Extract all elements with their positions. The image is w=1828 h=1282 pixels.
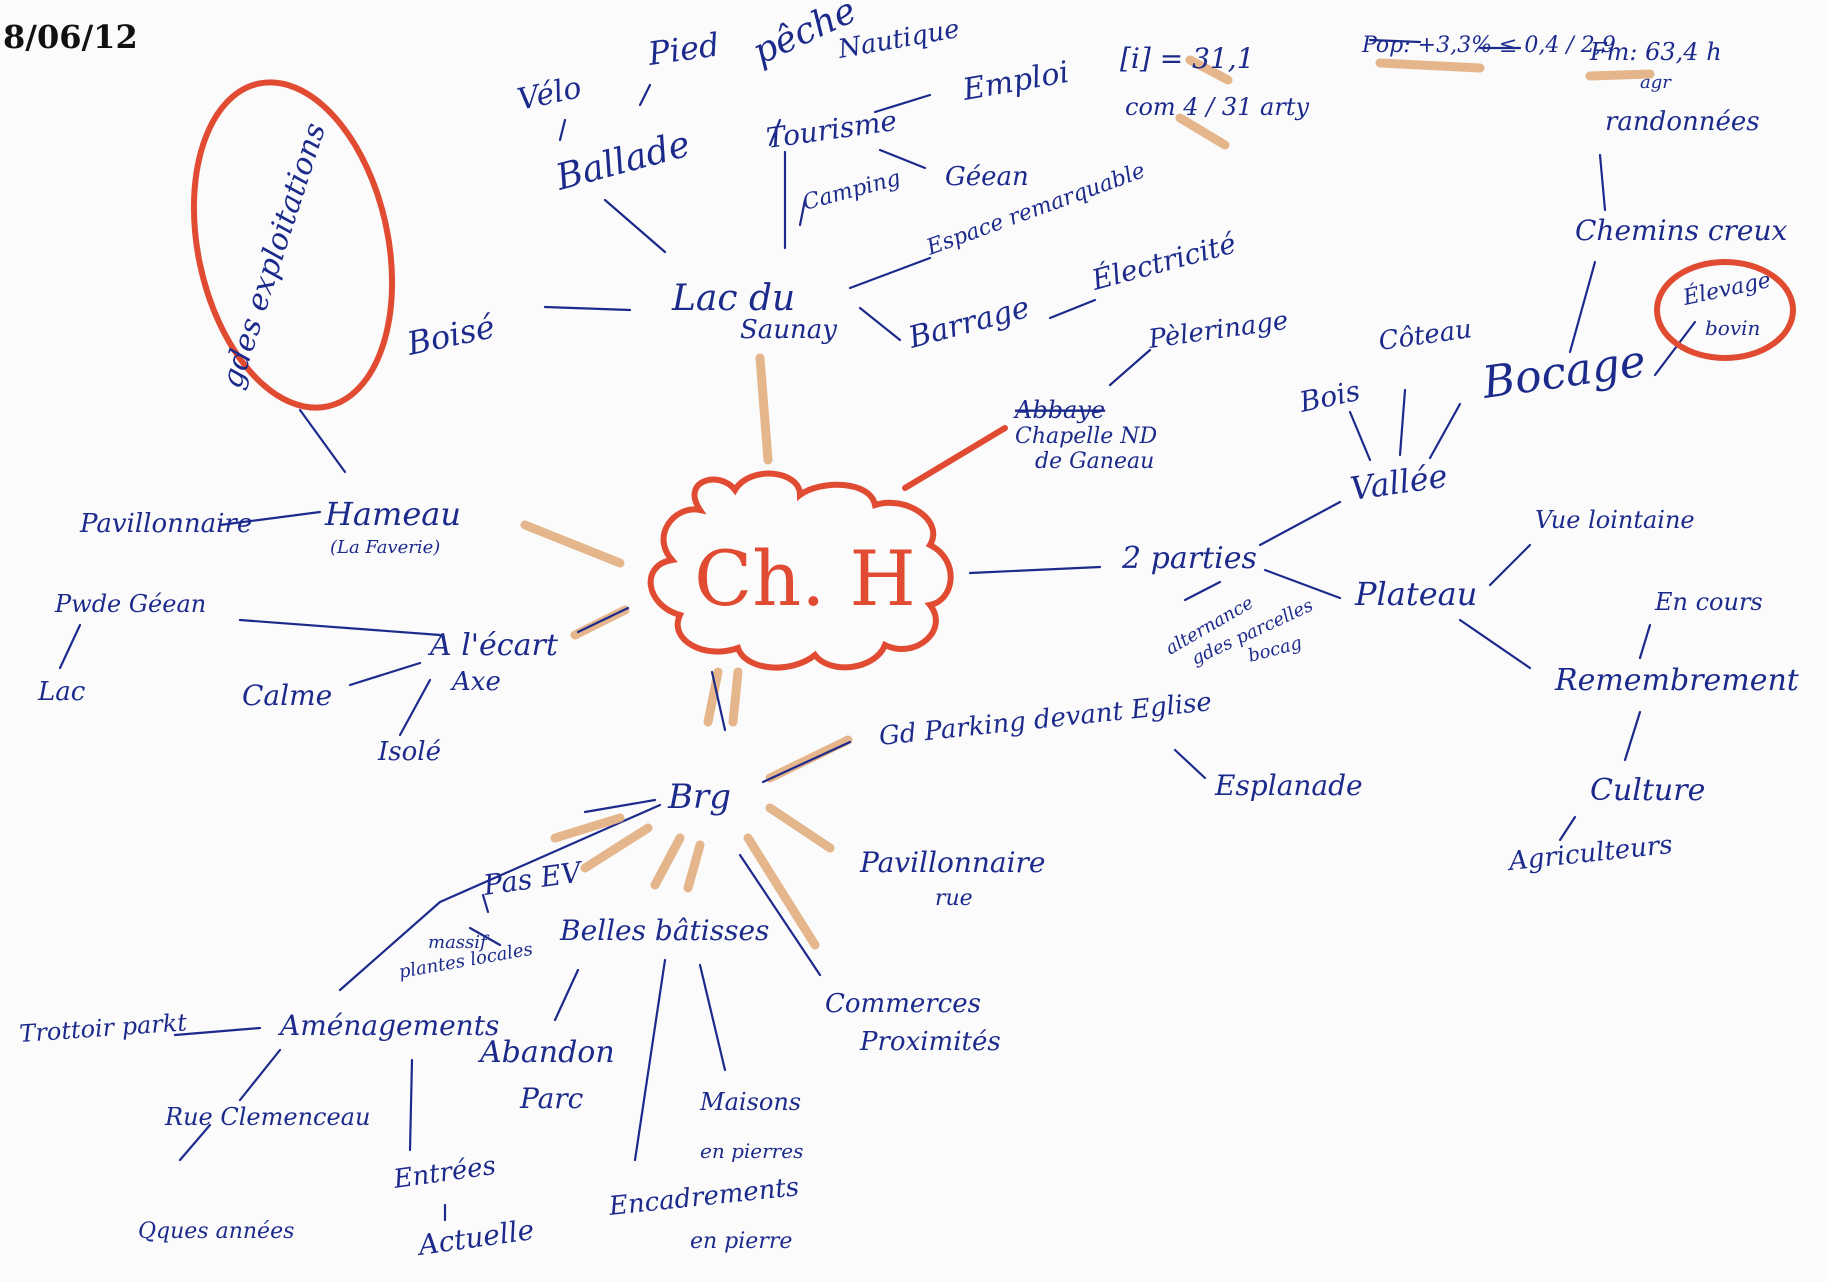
note-3b: agr [1640,72,1672,93]
node-remembrement: Remembrement [1554,663,1800,698]
center-cloud [647,470,954,671]
node-boise: Boisé [403,307,498,363]
node-chemins: Chemins creux [1575,214,1788,247]
node-electricite: Électricité [1087,227,1239,297]
node-bois: Bois [1296,374,1363,419]
node-trottoir: Trottoir parkt [18,1008,188,1048]
node-abandon: Abandon [477,1035,615,1070]
node-encadrements: Encadrements [607,1172,801,1222]
node-culture: Culture [1590,773,1705,808]
node-velo: Vélo [514,70,584,118]
node-ecart-2: Axe [450,667,501,697]
node-commerces: Commerces [825,989,981,1019]
node-gcean: Géean [945,162,1029,192]
node-hameau: Hameau [324,495,461,533]
node-belles: Belles bâtisses [559,914,769,947]
node-maisons: Maisons [699,1088,801,1116]
node-barrage: Barrage [904,290,1033,356]
node-bourg: Brg [667,777,731,817]
red-marks [190,79,1796,671]
node-lac-2: Saunay [740,315,837,345]
node-vue: Vue lointaine [1535,506,1695,534]
node-encours: En cours [1654,588,1763,616]
node-lac-small: Lac [37,677,86,707]
note-1: [i] = 31,1 [1120,42,1254,75]
date-label: 8/06/12 [3,18,138,56]
node-massif: massif [428,932,490,953]
node-calme: Calme [242,679,332,712]
node-gdes-exploitations: gdes exploitations [214,119,333,393]
node-qques: Qques années [138,1219,294,1244]
highlight-strokes [520,55,1655,950]
node-vallee: Vallée [1348,457,1450,508]
node-chapelle-struck: Abbaye [1013,396,1105,424]
node-tourisme: Tourisme [764,104,899,155]
node-esplanade: Esplanade [1214,769,1363,802]
node-agriculteurs: Agriculteurs [1506,830,1674,877]
node-elevage-2: bovin [1705,316,1760,340]
note-3: Fm: 63,4 h [1589,38,1722,66]
node-bocage: Bocage [1478,336,1648,409]
connector-lines [58,83,1697,1222]
node-hameau-2: (La Faverie) [330,537,440,558]
node-chapelle: Chapelle ND [1015,424,1158,449]
node-pelerinage: Pèlerinage [1146,306,1290,355]
node-encadrements-2: en pierre [690,1229,792,1254]
node-pavillonnaire: Pavillonnaire [79,509,252,539]
node-isole: Isolé [377,737,441,767]
node-balade: Ballade [551,124,695,199]
node-actuelle: Actuelle [413,1213,536,1262]
note-1b: com 4 / 31 arty [1125,93,1309,121]
node-maisons-2: en pierres [700,1139,803,1163]
node-lac: Lac du [671,278,795,319]
node-pas-ev: Pas EV [480,855,586,902]
node-ecart: A l'écart [427,628,559,663]
node-coteau: Côteau [1377,314,1474,357]
node-pied: Pied [645,25,722,73]
node-randonnees: randonnées [1605,107,1760,137]
node-abandon-2: Parc [519,1082,584,1115]
node-plateau: Plateau [1354,575,1477,613]
node-entrees: Entrées [391,1151,498,1195]
node-emploi: Emploi [959,55,1071,108]
node-chapelle-2: de Ganeau [1035,449,1154,474]
node-camping: Camping [800,166,903,216]
node-pavillonnaire-rue: Pavillonnaire [859,846,1046,879]
node-amenagements: Aménagements [277,1009,499,1042]
node-commerces-2: Proximités [859,1027,1001,1057]
node-pwde: Pwde Géean [54,590,206,618]
center-label: Ch. H [694,534,916,623]
node-rue-clemenceau: Rue Clemenceau [164,1103,370,1131]
note-2: Pop: +3,3% ≤ 0,4 / 2,9 [1361,33,1616,58]
elevage-circle [1654,259,1796,361]
node-2-parties: 2 parties [1121,541,1257,576]
node-parking: Gd Parking devant Eglise [878,687,1214,752]
node-elevage: Élevage [1680,266,1773,311]
exploitations-circle [190,79,396,411]
node-pavillonnaire-rue-2: rue [935,886,973,911]
